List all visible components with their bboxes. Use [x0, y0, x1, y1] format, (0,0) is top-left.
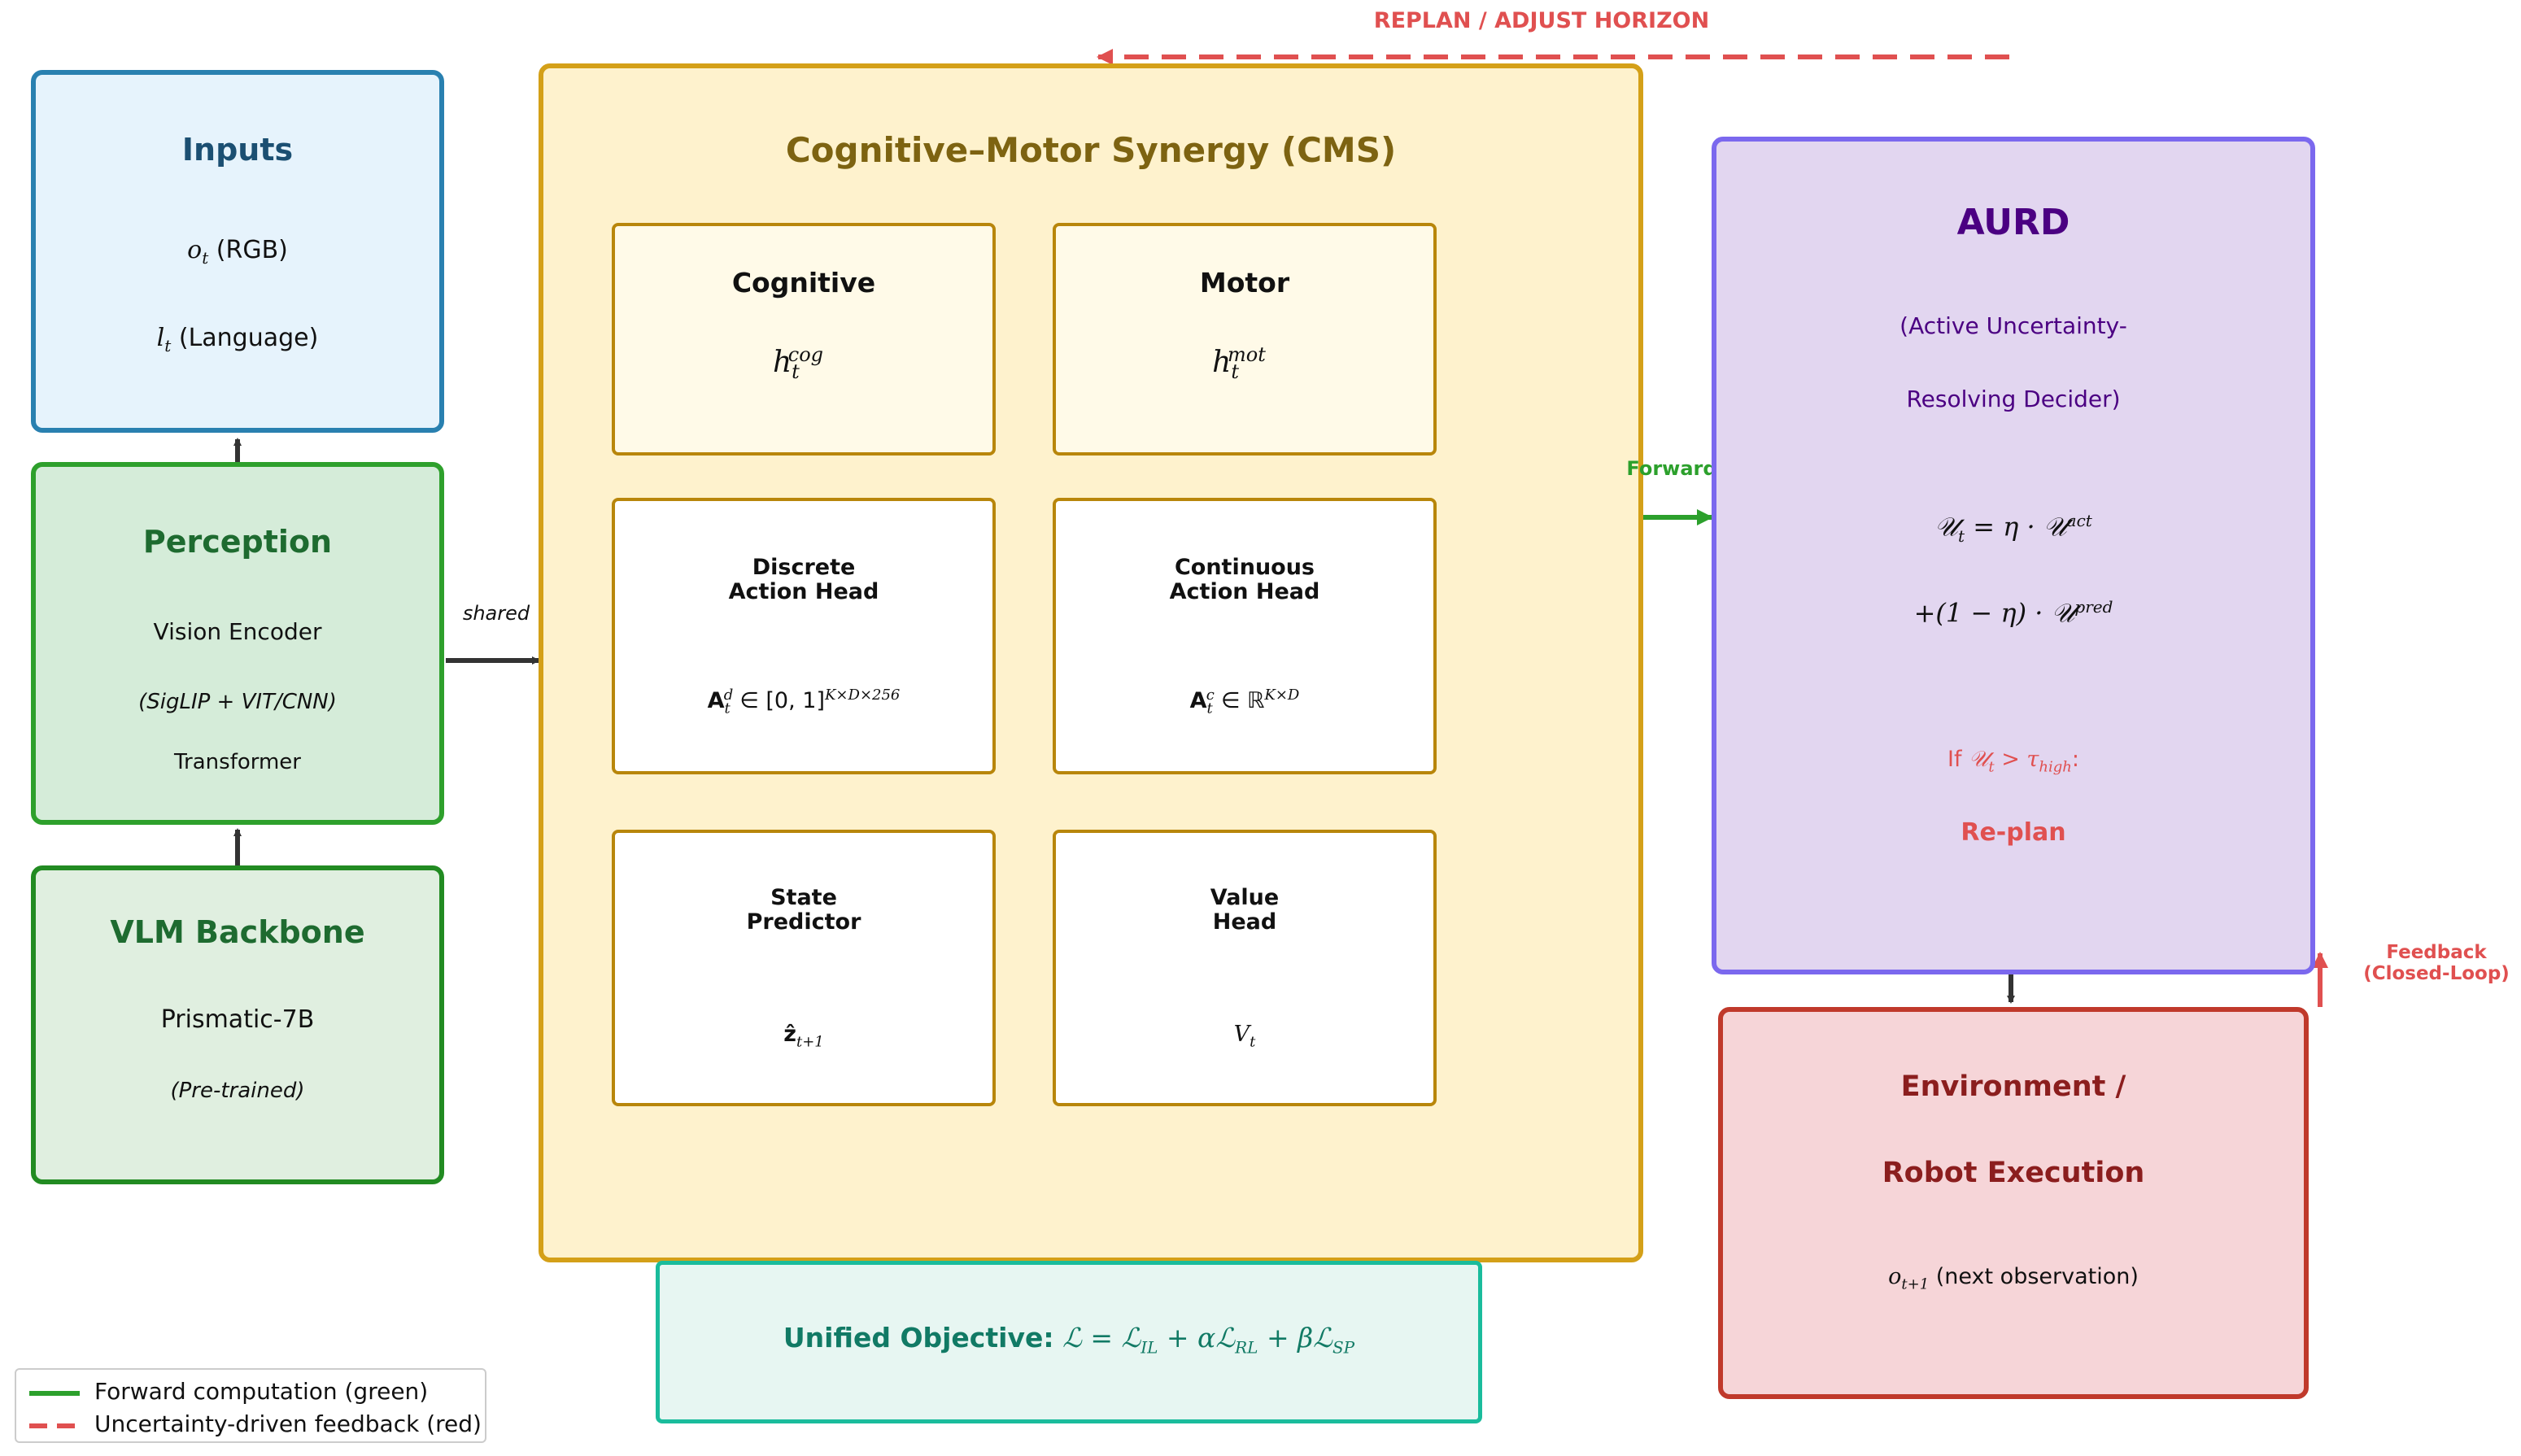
value-head-box: Value Head Vt	[1053, 830, 1437, 1106]
feedback-label-line2: (Closed-Loop)	[2363, 963, 2510, 984]
environment-title-line1: Environment /	[1900, 1070, 2126, 1103]
vlm-backbone-box: VLM Backbone Prismatic-7B (Pre-trained)	[31, 865, 444, 1184]
aurd-replan: Re-plan	[1961, 818, 2066, 847]
replan-label: REPLAN / ADJUST HORIZON	[1373, 8, 1710, 33]
perception-title: Perception	[142, 524, 333, 560]
legend-feedback-swatch	[29, 1423, 80, 1428]
legend-feedback-label: Uncertainty-driven feedback (red)	[94, 1410, 482, 1437]
state-title-line1: State	[770, 885, 837, 910]
shared-label: shared	[462, 602, 530, 625]
perception-vision-encoder: Vision Encoder	[153, 618, 322, 645]
perception-transformer: Transformer	[173, 750, 301, 774]
continuous-formula: Atc∈ ℝK×D	[1189, 687, 1300, 717]
inputs-title: Inputs	[181, 132, 294, 168]
unified-objective-text: Unified Objective: ℒ = ℒIL + αℒRL + βℒSP	[783, 1322, 1355, 1358]
legend-item-feedback: Uncertainty-driven feedback (red)	[24, 1410, 482, 1438]
discrete-title-line1: Discrete	[752, 555, 856, 580]
aurd-uncertainty-formula-line2: +(1 − η) · 𝒰pred	[1913, 597, 2113, 629]
aurd-condition: If 𝒰t > τhigh:	[1947, 747, 2079, 776]
vlm-title: VLM Backbone	[110, 914, 365, 950]
legend-forward-label: Forward computation (green)	[94, 1378, 429, 1405]
aurd-subtitle-line2: Resolving Decider)	[1906, 386, 2121, 412]
vlm-pretrained: (Pre-trained)	[170, 1079, 305, 1103]
environment-title-line2: Robot Execution	[1882, 1157, 2145, 1189]
discrete-action-head-box: Discrete Action Head Atd∈ [0, 1]K×D×256	[612, 498, 996, 774]
continuous-title-line1: Continuous	[1174, 555, 1315, 580]
aurd-subtitle-line1: (Active Uncertainty-	[1899, 312, 2127, 339]
perception-box: Perception Vision Encoder (SigLIP + VIT/…	[31, 462, 444, 825]
state-predictor-box: State Predictor ẑt+1	[612, 830, 996, 1106]
value-title-line1: Value	[1210, 885, 1280, 910]
continuous-action-head-box: Continuous Action Head Atc∈ ℝK×D	[1053, 498, 1437, 774]
discrete-formula: Atd∈ [0, 1]K×D×256	[707, 687, 901, 717]
unified-objective-box: Unified Objective: ℒ = ℒIL + αℒRL + βℒSP	[656, 1261, 1482, 1423]
inputs-box: Inputs ot (RGB) lt (Language)	[31, 70, 444, 433]
perception-encoder-types: (SigLIP + VIT/CNN)	[138, 690, 337, 714]
state-formula: ẑt+1	[783, 1022, 824, 1051]
cognitive-title: Cognitive	[731, 267, 876, 299]
vlm-model-name: Prismatic-7B	[160, 1005, 315, 1034]
feedback-label-line1: Feedback	[2386, 942, 2487, 963]
environment-box: Environment / Robot Execution ot+1 (next…	[1718, 1007, 2309, 1399]
environment-next-observation: ot+1 (next observation)	[1888, 1264, 2139, 1293]
discrete-title-line2: Action Head	[728, 579, 879, 604]
legend: Forward computation (green) Uncertainty-…	[15, 1368, 486, 1443]
feedback-label: Feedback (Closed-Loop)	[2359, 942, 2514, 984]
motor-title: Motor	[1199, 267, 1290, 299]
continuous-title-line2: Action Head	[1169, 579, 1320, 604]
motor-box: Motor htmot	[1053, 223, 1437, 456]
value-formula: Vt	[1233, 1022, 1256, 1051]
motor-state-symbol: htmot	[1212, 343, 1266, 384]
aurd-box: AURD (Active Uncertainty- Resolving Deci…	[1712, 137, 2315, 974]
cms-title: Cognitive–Motor Synergy (CMS)	[785, 130, 1397, 170]
forward-label: Forward	[1626, 457, 1717, 480]
legend-forward-swatch	[29, 1391, 80, 1396]
inputs-observation: ot (RGB)	[187, 236, 288, 268]
cognitive-state-symbol: htcog	[772, 343, 824, 384]
cognitive-box: Cognitive htcog	[612, 223, 996, 456]
value-title-line2: Head	[1212, 909, 1277, 935]
inputs-language: lt (Language)	[156, 324, 319, 355]
state-title-line2: Predictor	[746, 909, 861, 935]
aurd-title: AURD	[1956, 202, 2070, 243]
legend-item-forward: Forward computation (green)	[24, 1378, 480, 1406]
aurd-uncertainty-formula-line1: 𝒰t = η · 𝒰act	[1934, 511, 2092, 547]
